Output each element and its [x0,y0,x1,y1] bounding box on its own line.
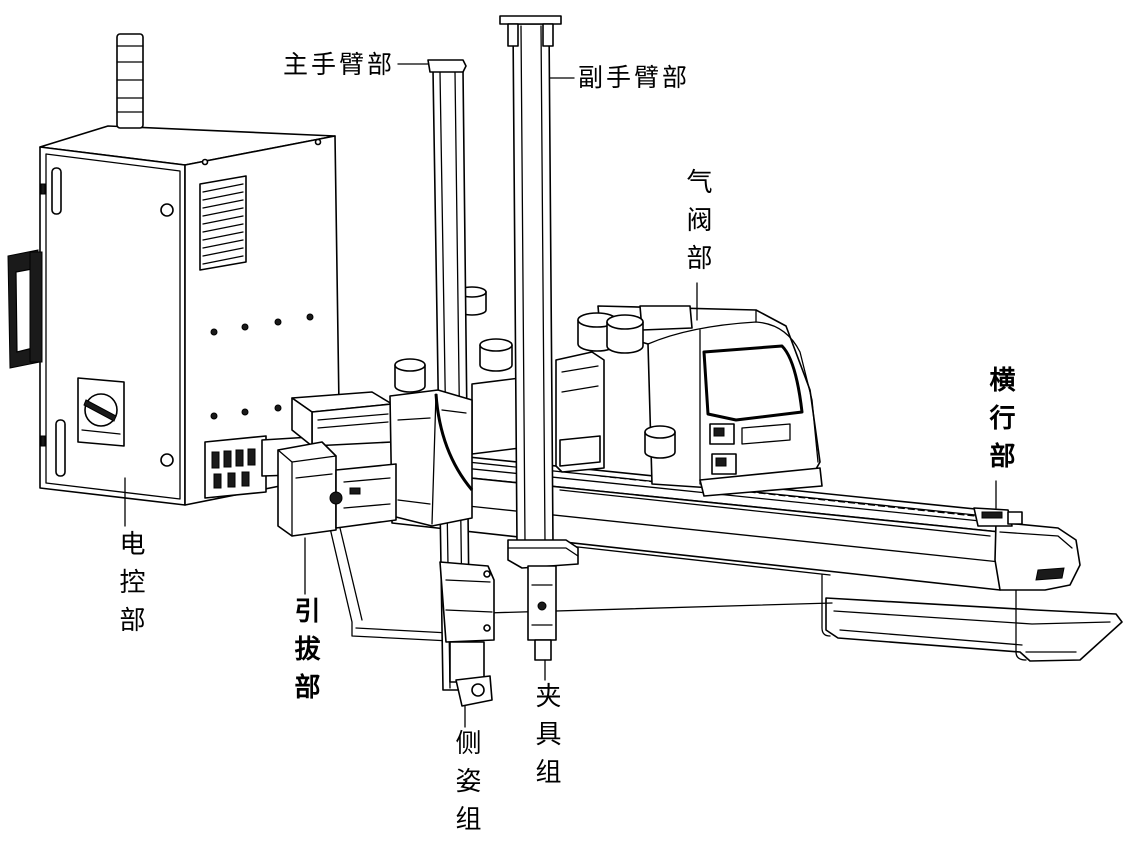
sub-arm [499,15,562,545]
vent-louvers [199,175,247,271]
housing-window [702,344,804,422]
side-posture-group [439,561,495,707]
screw-hole [160,203,174,217]
air-cylinder [606,314,644,354]
label-side-posture: 侧姿组 [451,729,481,843]
screw-hole [160,453,174,467]
label-control: 电控部 [115,530,145,644]
label-fixture: 夹具组 [531,682,561,796]
door-slot [51,167,62,215]
hinge [40,435,46,447]
support-chute [821,574,1123,662]
door-slot [55,419,66,477]
label-traverse: 横行部 [985,366,1015,480]
display-screen [711,453,737,475]
control-cabinet [39,33,341,506]
brand-logo-plate [741,423,791,445]
traverse-drive-block [973,507,1023,527]
signal-tower [116,33,144,129]
main-arm-carriage [389,389,474,527]
label-valve: 气阀部 [682,168,712,282]
cable-gland [204,435,267,499]
label-pull: 引拔部 [290,597,320,711]
fixture-group [507,539,579,661]
leader-lines [124,63,997,728]
cabinet-handle [7,249,43,369]
label-sub-arm: 副手臂部 [578,63,691,92]
main-switch [77,377,125,447]
display-screen [709,423,735,445]
pull-unit [277,441,397,537]
beam-end-cap [994,521,1081,591]
sub-arm-carriage [471,351,605,473]
valve-housing [577,305,823,497]
label-main-arm: 主手臂部 [283,50,396,79]
hinge [40,183,46,195]
